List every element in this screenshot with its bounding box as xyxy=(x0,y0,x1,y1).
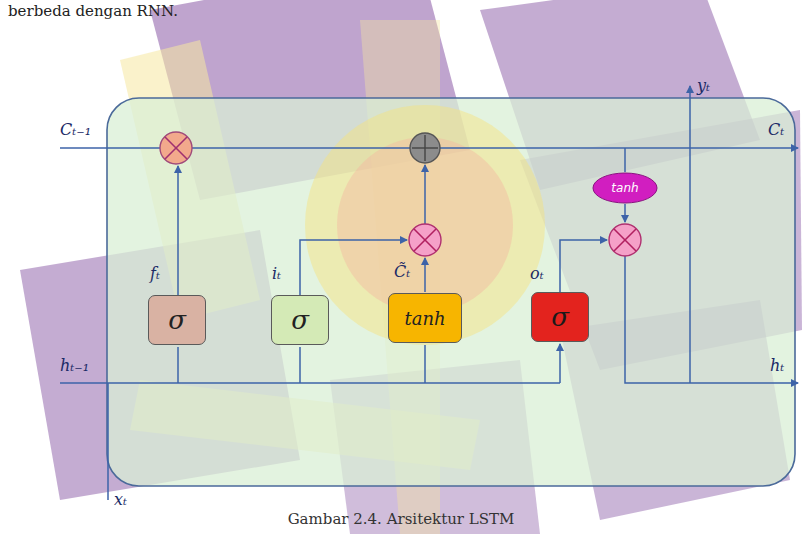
tanh-wire xyxy=(624,204,626,222)
cell-state-line xyxy=(60,147,160,149)
gate-input-wire xyxy=(177,347,179,383)
output-tanh-ellipse: tanh xyxy=(592,172,658,204)
gate-input-wire xyxy=(424,345,426,383)
multiply-op xyxy=(609,224,641,256)
multiply-op xyxy=(409,224,441,256)
hidden-out-wire xyxy=(625,256,798,383)
candidate-tanh-box: tanh xyxy=(388,293,462,343)
cell-state-in-label: Cₜ₋₁ xyxy=(60,120,91,139)
candidate-wire xyxy=(424,258,426,292)
cell-state-out-label: Cₜ xyxy=(768,120,784,139)
wires xyxy=(60,86,798,500)
input-x-wire xyxy=(107,383,109,500)
output-y-label: yₜ xyxy=(697,76,710,95)
multiply-op xyxy=(160,132,192,164)
add-wire xyxy=(424,165,426,224)
hidden-out-label: hₜ xyxy=(770,356,784,375)
gate-input-wire xyxy=(299,347,301,383)
output-y-wire xyxy=(689,86,691,383)
output-gate-wire xyxy=(560,240,607,292)
hidden-in-label: hₜ₋₁ xyxy=(60,356,89,375)
lstm-cell xyxy=(107,98,795,486)
figure-caption: Gambar 2.4. Arsitektur LSTM xyxy=(0,510,802,528)
input-gate-box: σ xyxy=(271,295,329,345)
output-gate-box: σ xyxy=(531,292,589,342)
highlight-circle xyxy=(305,105,545,345)
node-text: tanh xyxy=(404,308,445,329)
ellipse-shape xyxy=(593,173,657,203)
forget-wire xyxy=(177,166,179,295)
input-gate-label: iₜ xyxy=(272,264,281,283)
add-op xyxy=(410,133,440,163)
hidden-in-wire xyxy=(60,382,560,384)
body-text: berbeda dengan RNN. xyxy=(8,2,178,20)
node-text: σ xyxy=(168,305,186,335)
cell-state-line xyxy=(192,147,410,149)
decoration xyxy=(20,0,802,534)
hidden-to-output-wire xyxy=(559,344,561,383)
input-wire xyxy=(300,240,407,295)
node-text: σ xyxy=(551,302,569,332)
cell-to-tanh-wire xyxy=(624,148,626,172)
candidate-label: C̃ₜ xyxy=(394,262,410,281)
output-gate-label: oₜ xyxy=(530,264,544,283)
forget-gate-box: σ xyxy=(148,295,206,345)
forget-gate-label: fₜ xyxy=(150,264,160,283)
node-text: σ xyxy=(291,305,309,335)
input-x-label: xₜ xyxy=(114,490,127,509)
cell-state-line xyxy=(440,147,798,149)
node-text: tanh xyxy=(611,181,638,195)
